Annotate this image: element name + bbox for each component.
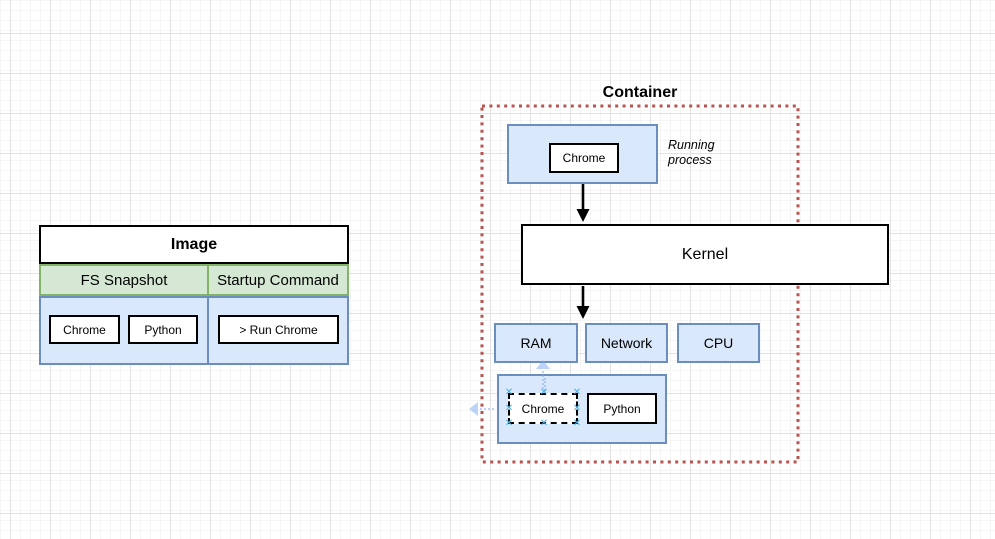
cpu-node[interactable]: CPU — [677, 323, 760, 363]
container-title-label: Container — [602, 84, 678, 101]
cpu-label: CPU — [703, 335, 734, 351]
arrow-kernel-to-resources[interactable] — [574, 286, 592, 321]
ghost-arrow-up-icon[interactable] — [533, 358, 553, 392]
ram-node[interactable]: RAM — [494, 323, 578, 363]
image-python-node[interactable]: Python — [128, 315, 198, 344]
selection-handle-icon[interactable]: ✕ — [572, 418, 582, 429]
run-chrome-command-node[interactable]: > Run Chrome — [218, 315, 339, 344]
container-title[interactable]: Container — [482, 84, 798, 104]
selection-handle-icon[interactable]: ✕ — [572, 403, 582, 414]
fs-snapshot-header-cell[interactable]: FS Snapshot — [39, 264, 209, 296]
snapshot-python-node[interactable]: Python — [587, 393, 657, 424]
kernel-node[interactable]: Kernel — [521, 224, 889, 285]
ghost-connector-tail — [544, 378, 546, 391]
running-process-box[interactable]: Chrome — [507, 124, 658, 184]
snapshot-python-label: Python — [603, 401, 641, 416]
selection-handle-icon[interactable]: ✕ — [504, 418, 514, 429]
selection-handle-icon[interactable]: ✕ — [504, 403, 514, 414]
image-table-title[interactable]: Image — [39, 225, 349, 264]
selection-handle-icon[interactable]: ✕ — [539, 387, 549, 398]
image-chrome-label: Chrome — [63, 322, 106, 337]
fs-snapshot-header-label: FS Snapshot — [80, 271, 168, 289]
running-process-annotation-label: Running process — [668, 138, 715, 167]
selection-handle-icon[interactable]: ✕ — [504, 387, 514, 398]
running-chrome-node[interactable]: Chrome — [549, 143, 619, 173]
network-node[interactable]: Network — [585, 323, 668, 363]
image-table-title-label: Image — [170, 235, 218, 253]
selection-handle-icon[interactable]: ✕ — [572, 387, 582, 398]
running-chrome-label: Chrome — [562, 151, 606, 165]
kernel-label: Kernel — [681, 245, 729, 263]
image-chrome-node[interactable]: Chrome — [49, 315, 120, 344]
ghost-arrow-left-icon[interactable] — [467, 400, 498, 418]
arrow-process-to-kernel[interactable] — [574, 184, 592, 224]
container-dashed-border[interactable] — [480, 104, 800, 464]
network-label: Network — [600, 335, 653, 351]
container-snapshot-box[interactable]: Chrome ✕ ✕ ✕ ✕ ✕ ✕ ✕ ✕ Python — [497, 374, 667, 444]
run-chrome-command-label: > Run Chrome — [239, 322, 318, 337]
image-python-label: Python — [144, 322, 182, 337]
running-process-annotation[interactable]: Running process — [668, 138, 732, 168]
startup-command-header-label: Startup Command — [217, 271, 339, 289]
snapshot-chrome-node-selected[interactable]: Chrome ✕ ✕ ✕ ✕ ✕ ✕ ✕ ✕ — [505, 388, 581, 429]
startup-command-header-cell[interactable]: Startup Command — [207, 264, 349, 296]
selection-handle-icon[interactable]: ✕ — [539, 418, 549, 429]
ram-label: RAM — [520, 335, 552, 351]
snapshot-chrome-label: Chrome — [521, 401, 565, 416]
